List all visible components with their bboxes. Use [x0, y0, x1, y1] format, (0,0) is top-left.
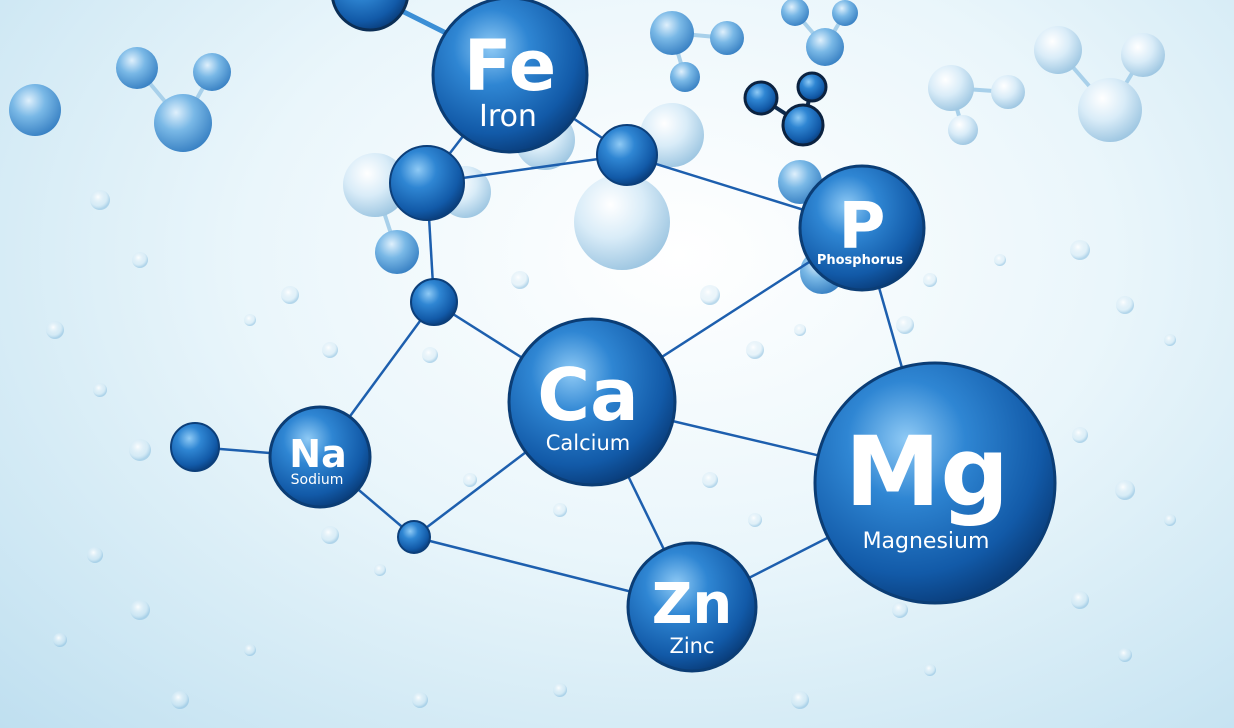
element-p-symbol: P	[839, 190, 886, 264]
element-zn: Zn Zinc	[626, 541, 758, 673]
element-mg: Mg Magnesium	[813, 361, 1057, 605]
element-mg-name: Magnesium	[863, 529, 990, 554]
element-p: P Phosphorus	[798, 164, 926, 292]
element-zn-name: Zinc	[669, 634, 714, 658]
element-fe-symbol: Fe	[464, 25, 556, 107]
pale-molecules	[9, 0, 1165, 294]
element-na: Na Sodium	[268, 405, 372, 509]
dark-molecule	[743, 71, 828, 147]
element-ca: Ca Calcium	[507, 317, 677, 487]
element-ca-symbol: Ca	[537, 353, 638, 437]
element-fe-name: Iron	[479, 99, 537, 134]
element-mg-symbol: Mg	[845, 416, 1009, 528]
element-na-symbol: Na	[289, 432, 346, 476]
connector-atoms	[170, 124, 658, 554]
partial-atom	[331, 0, 462, 43]
element-ca-name: Calcium	[546, 431, 631, 455]
element-p-name: Phosphorus	[817, 253, 904, 268]
background-bubbles	[46, 190, 1176, 709]
element-na-name: Sodium	[291, 472, 344, 488]
element-fe: Fe Iron	[431, 0, 589, 154]
element-zn-symbol: Zn	[652, 572, 732, 637]
